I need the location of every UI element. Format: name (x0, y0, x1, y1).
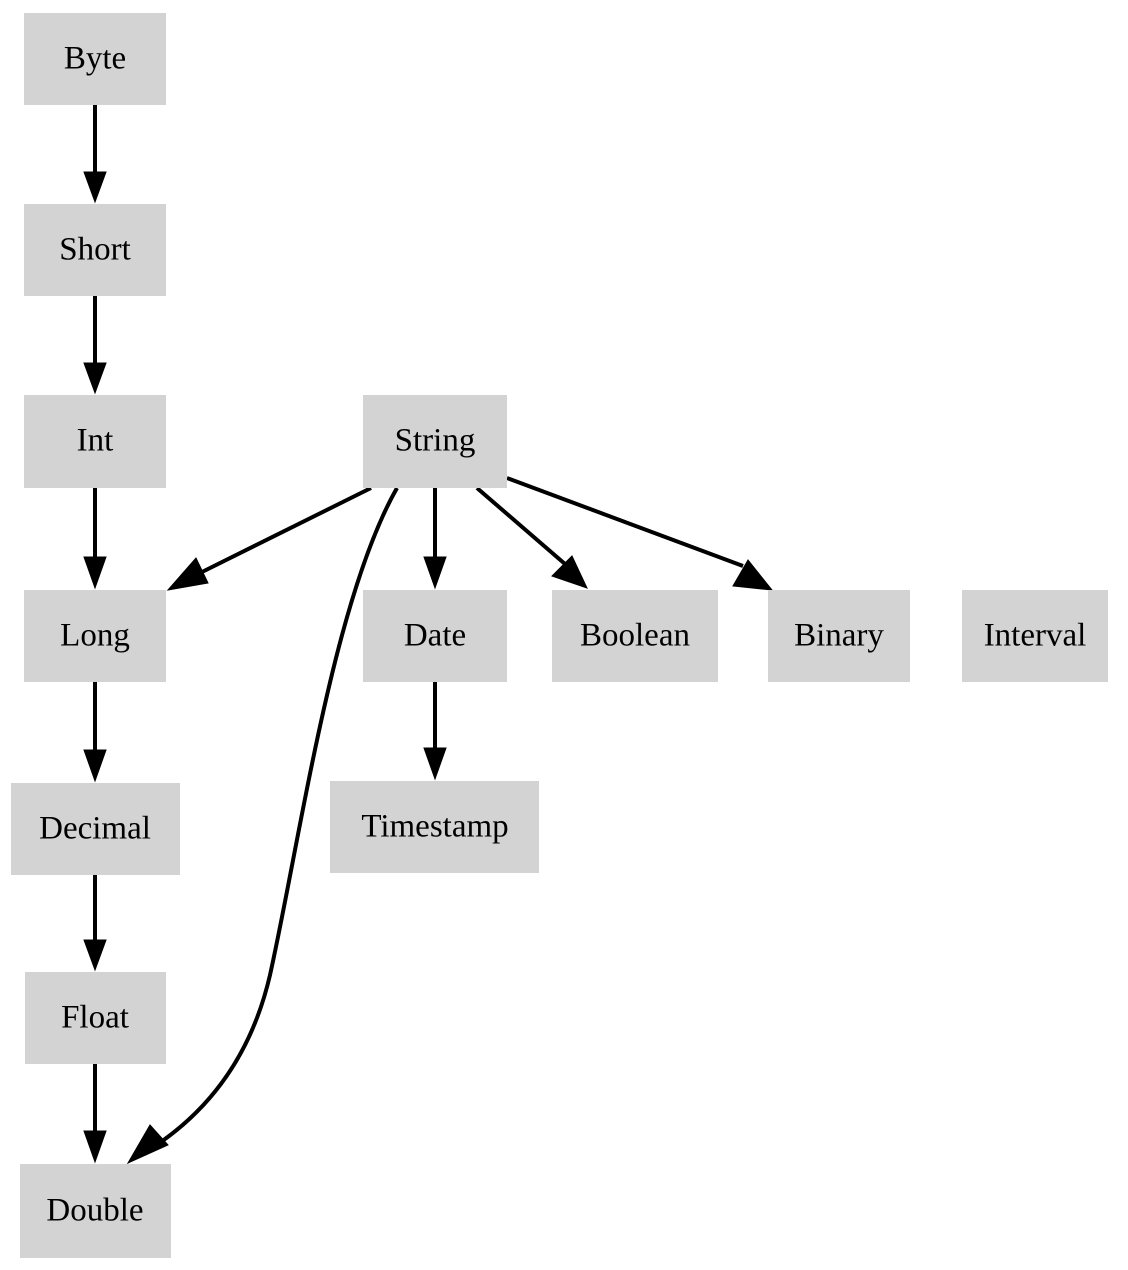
node-date-label: Date (404, 618, 466, 654)
node-double[interactable]: Double (20, 1164, 171, 1258)
edge-string-date (423, 488, 447, 590)
node-long-box[interactable] (24, 590, 166, 682)
node-int-label: Int (77, 423, 114, 459)
node-float-box[interactable] (25, 972, 166, 1064)
node-byte[interactable]: Byte (24, 13, 166, 105)
edge-decimal-float (83, 875, 107, 972)
node-double-box[interactable] (20, 1164, 171, 1258)
node-int[interactable]: Int (24, 395, 166, 488)
node-boolean-label: Boolean (580, 618, 690, 654)
node-interval[interactable]: Interval (962, 590, 1108, 682)
node-date-box[interactable] (363, 590, 507, 682)
edge-int-long (83, 488, 107, 590)
edge-short-int (83, 296, 107, 395)
node-long[interactable]: Long (24, 590, 166, 682)
node-decimal-box[interactable] (11, 783, 180, 875)
node-long-label: Long (60, 618, 130, 654)
node-timestamp[interactable]: Timestamp (330, 781, 539, 873)
node-binary[interactable]: Binary (768, 590, 910, 682)
node-layer: Byte Short Int Long Decimal Float (11, 13, 1108, 1258)
node-decimal[interactable]: Decimal (11, 783, 180, 875)
node-double-label: Double (46, 1193, 143, 1229)
edge-string-double (126, 487, 399, 1165)
edge-string-long (166, 486, 372, 591)
node-timestamp-box[interactable] (330, 781, 539, 873)
edge-string-binary (506, 476, 774, 591)
node-string-box[interactable] (363, 395, 507, 488)
node-boolean-box[interactable] (552, 590, 718, 682)
edge-string-boolean (475, 486, 588, 589)
node-string[interactable]: String (363, 395, 507, 488)
node-byte-box[interactable] (24, 13, 166, 105)
edge-float-double (83, 1064, 107, 1164)
node-byte-label: Byte (64, 41, 126, 77)
node-int-box[interactable] (24, 395, 166, 488)
node-binary-label: Binary (794, 618, 884, 654)
edge-layer (83, 105, 774, 1165)
node-float[interactable]: Float (25, 972, 166, 1064)
edge-byte-short (83, 105, 107, 204)
edge-long-decimal (83, 682, 107, 783)
edge-date-timestamp (423, 682, 447, 781)
node-interval-label: Interval (984, 618, 1087, 654)
node-short[interactable]: Short (24, 204, 166, 296)
node-date[interactable]: Date (363, 590, 507, 682)
node-timestamp-label: Timestamp (361, 809, 508, 845)
node-boolean[interactable]: Boolean (552, 590, 718, 682)
node-decimal-label: Decimal (39, 811, 151, 847)
node-float-label: Float (61, 1000, 129, 1036)
node-short-label: Short (59, 232, 131, 268)
node-string-label: String (395, 423, 476, 459)
node-short-box[interactable] (24, 204, 166, 296)
node-binary-box[interactable] (768, 590, 910, 682)
node-interval-box[interactable] (962, 590, 1108, 682)
